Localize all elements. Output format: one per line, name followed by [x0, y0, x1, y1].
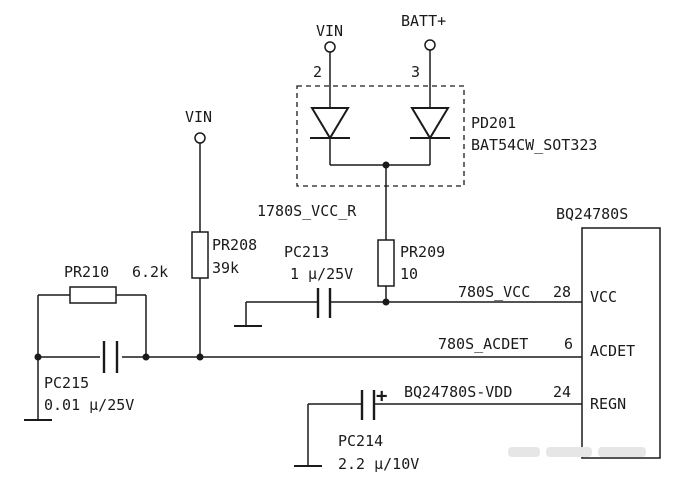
vin-top-label: VIN — [316, 22, 343, 40]
diode-right-symbol — [410, 107, 450, 140]
diode-pin-3-label: 3 — [411, 63, 420, 81]
diode-ref: PD201 — [471, 114, 516, 132]
pc214-ref: PC214 — [338, 432, 383, 450]
pr210-ref: PR210 — [64, 263, 109, 281]
ic-pin-number-acdet: 6 — [564, 335, 573, 353]
vin-top-terminal: VIN 2 — [313, 22, 343, 81]
batt-top-label: BATT+ — [401, 12, 446, 30]
pc214-polarity: + — [376, 385, 387, 407]
vin-left-label: VIN — [185, 108, 212, 126]
pc215-ref: PC215 — [44, 374, 89, 392]
net-vcc-r: 1780S_VCC_R — [257, 202, 357, 220]
pc213-ref: PC213 — [284, 243, 329, 261]
net-vcc: 780S_VCC — [458, 283, 530, 301]
pr208-ref: PR208 — [212, 236, 257, 254]
ic-bq24780s: BQ24780S 28 VCC 6 ACDET 24 REGN — [553, 205, 661, 459]
diode-part: BAT54CW_SOT323 — [471, 136, 597, 154]
capacitor-pc213: PC213 1 μ/25V — [246, 243, 386, 318]
pc214-value: 2.2 μ/10V — [338, 455, 419, 473]
batt-top-terminal: BATT+ 3 — [401, 12, 446, 81]
ic-pin-number-vcc: 28 — [553, 283, 571, 301]
ic-pin-number-regn: 24 — [553, 383, 571, 401]
pr209-ref: PR209 — [400, 243, 445, 261]
ground-symbol-pc214 — [294, 404, 322, 467]
ground-symbol-pc215 — [24, 357, 52, 421]
pr210-value: 6.2k — [132, 263, 168, 281]
capacitor-pc214: + PC214 2.2 μ/10V — [308, 385, 419, 473]
pr208-value: 39k — [212, 259, 239, 277]
ground-symbol-pc213 — [234, 302, 262, 327]
net-acdet: 780S_ACDET — [438, 335, 528, 353]
diode-package-outline — [296, 85, 465, 187]
diode-pin-2-label: 2 — [313, 63, 322, 81]
resistor-pr209: PR209 10 — [377, 239, 445, 287]
dual-diode-pd201: PD201 BAT54CW_SOT323 — [296, 50, 597, 187]
resistor-pr208: PR208 39k — [191, 231, 257, 279]
ic-pin-label-vcc: VCC — [590, 288, 617, 306]
net-vdd: BQ24780S-VDD — [404, 383, 512, 401]
ic-pin-label-regn: REGN — [590, 395, 626, 413]
ic-name: BQ24780S — [556, 205, 628, 223]
pr209-value: 10 — [400, 265, 418, 283]
capacitor-pc215: PC215 0.01 μ/25V — [44, 340, 134, 414]
diode-left-symbol — [310, 107, 350, 140]
watermark-smudge — [508, 447, 646, 457]
vin-left-terminal: VIN — [185, 108, 212, 144]
ic-pin-label-acdet: ACDET — [590, 342, 635, 360]
resistor-pr210: PR210 6.2k — [38, 263, 168, 304]
pc213-value: 1 μ/25V — [290, 265, 353, 283]
pc215-value: 0.01 μ/25V — [44, 396, 134, 414]
